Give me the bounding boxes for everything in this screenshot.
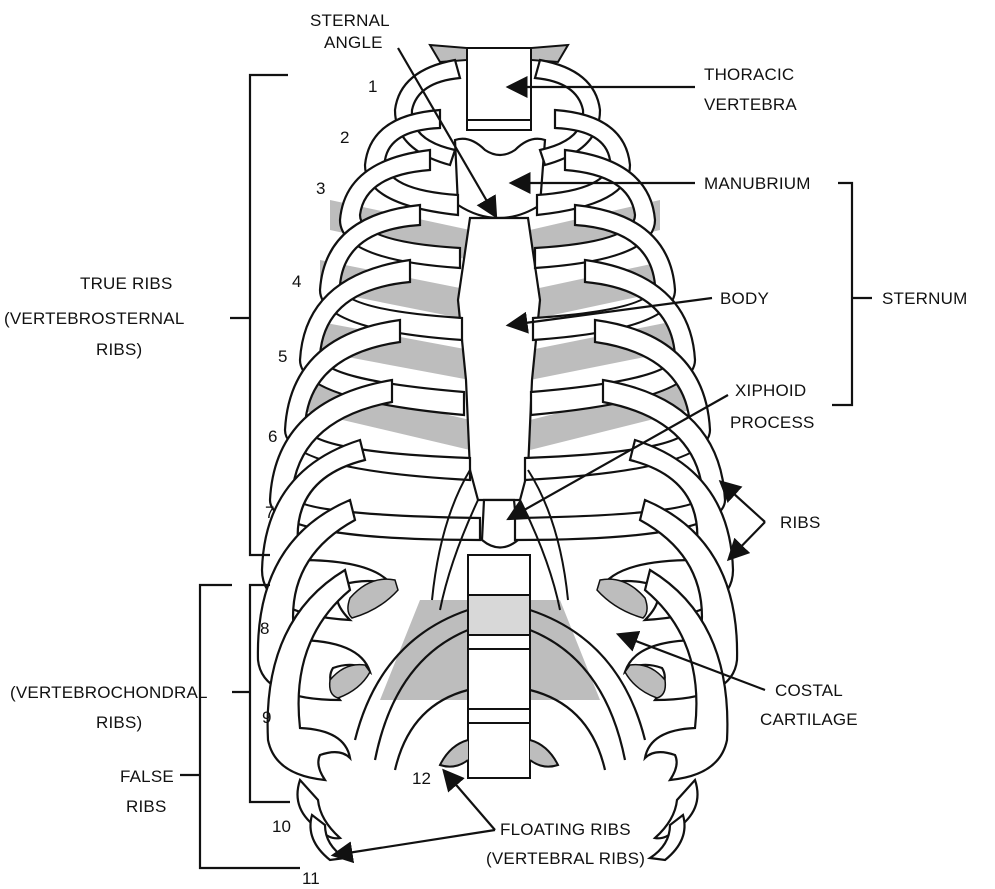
rib-number-9: 9 <box>262 708 271 727</box>
sternal-angle-label-1: STERNAL <box>310 11 390 30</box>
left-false-ribs <box>258 440 395 860</box>
vertebrochondral-label-1: (VERTEBROCHONDRAL <box>10 683 208 702</box>
rib-number-11: 11 <box>302 869 320 888</box>
rib-number-5: 5 <box>278 347 287 366</box>
sternum-bracket <box>832 183 852 405</box>
costal-cartilage-label-1: COSTAL <box>775 681 843 700</box>
rib-number-12: 12 <box>412 769 431 788</box>
sternum-label: STERNUM <box>882 289 967 308</box>
rib-number-1: 1 <box>368 77 377 96</box>
false-ribs-label-1: FALSE <box>120 767 174 786</box>
false-ribs-label-2: RIBS <box>126 797 166 816</box>
vertebrochondral-label-2: RIBS) <box>96 713 142 732</box>
thoracic-vertebra-label-2: VERTEBRA <box>704 95 797 114</box>
xiphoid-label-1: XIPHOID <box>735 381 806 400</box>
rib-number-10: 10 <box>272 817 291 836</box>
true-ribs-label-2: (VERTEBROSTERNAL <box>4 309 184 328</box>
ribs-label: RIBS <box>780 513 820 532</box>
rib-number-7: 7 <box>265 503 274 522</box>
floating-ribs-arrow-12 <box>445 772 495 830</box>
floating-ribs-arrow-11 <box>335 830 495 855</box>
rib-number-6: 6 <box>268 427 277 446</box>
manubrium-label: MANUBRIUM <box>704 174 811 193</box>
true-ribs-label-3: RIBS) <box>96 340 142 359</box>
rib-number-3: 3 <box>316 179 325 198</box>
rib-number-8: 8 <box>260 619 269 638</box>
true-ribs-label-1: TRUE RIBS <box>80 274 172 293</box>
ribs-arrow-lower <box>730 522 765 558</box>
xiphoid-label-2: PROCESS <box>730 413 815 432</box>
costal-cartilage-label-2: CARTILAGE <box>760 710 858 729</box>
thoracic-vertebra-label-1: THORACIC <box>704 65 794 84</box>
ribs-arrow-upper <box>722 483 765 522</box>
rib-number-2: 2 <box>340 128 349 147</box>
sternum-shape <box>455 139 545 548</box>
body-label: BODY <box>720 289 769 308</box>
rib-number-4: 4 <box>292 272 301 291</box>
sternal-angle-label-2: ANGLE <box>324 33 383 52</box>
floating-ribs-label-1: FLOATING RIBS <box>500 820 631 839</box>
floating-ribs-label-2: (VERTEBRAL RIBS) <box>486 849 645 868</box>
